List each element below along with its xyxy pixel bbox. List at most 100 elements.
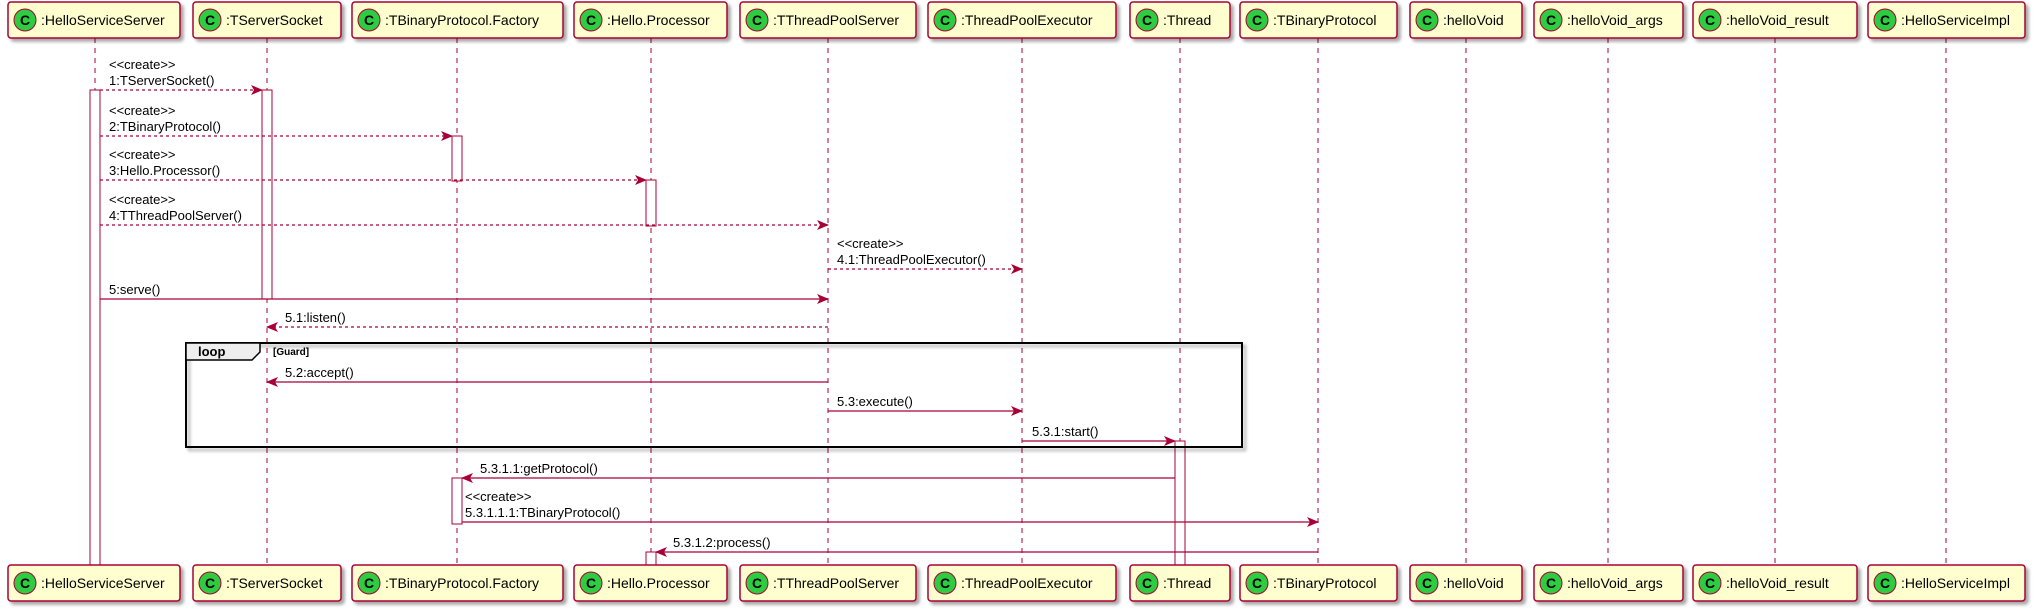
message-label: 2:TBinaryProtocol() [109, 119, 221, 134]
message: <<create>>2:TBinaryProtocol() [100, 103, 453, 141]
participant-bottom: C :HelloServiceImpl [1867, 564, 2026, 602]
participant-bottom: C:TServerSocket [192, 564, 342, 602]
participant-top: C:TBinaryProtocol.Factory [351, 1, 564, 39]
svg-text:C: C [1880, 575, 1890, 591]
class-icon: C [1245, 571, 1269, 595]
message-label: 5.3.1.1.1:TBinaryProtocol() [465, 505, 620, 520]
loop-guard: [Guard] [273, 347, 309, 358]
class-icon: C [357, 8, 381, 32]
participant-bottom: C :helloVoid_result [1692, 564, 1858, 602]
svg-text:C: C [364, 575, 374, 591]
participant-name: :TThreadPoolServer [773, 12, 899, 28]
message-label: 5.2:accept() [285, 365, 354, 380]
svg-text:C: C [20, 575, 30, 591]
svg-text:C: C [1705, 12, 1715, 28]
class-icon: C [1135, 8, 1159, 32]
participant-bottom: C :helloVoid_args [1533, 564, 1684, 602]
svg-text:C: C [1142, 12, 1152, 28]
class-icon: C [1539, 571, 1563, 595]
message-label: 5.3:execute() [837, 394, 913, 409]
participant-bottom: C :TBinaryProtocol.Factory [351, 564, 564, 602]
participant-top: C :TServerSocket [192, 1, 342, 39]
participant-name: :TServerSocket [226, 575, 323, 591]
svg-text:C: C [205, 12, 215, 28]
participant-top: C :HelloServiceImpl [1867, 1, 2026, 39]
participant-top: C:helloVoid_result [1692, 1, 1858, 39]
message-label: <<create>> [109, 192, 176, 207]
message-label: <<create>> [109, 103, 176, 118]
class-icon: C [1415, 8, 1439, 32]
message: 5.2:accept() [266, 365, 828, 387]
message-label: <<create>> [109, 57, 176, 72]
participant-bottom: C :helloVoid [1409, 564, 1523, 602]
svg-text:C: C [752, 12, 762, 28]
participant-bottom: C :ThreadPoolExecutor [927, 564, 1117, 602]
class-icon: C [933, 8, 957, 32]
participant-top: C :helloVoid [1409, 1, 1523, 39]
participant-name: :HelloServiceImpl [1901, 12, 2010, 28]
svg-text:C: C [1880, 12, 1890, 28]
participant-name: :TBinaryProtocol.Factory [385, 12, 539, 28]
svg-text:C: C [940, 12, 950, 28]
class-icon: C [745, 571, 769, 595]
svg-text:C: C [752, 575, 762, 591]
participant-name: :helloVoid [1443, 575, 1504, 591]
class-icon: C [1698, 8, 1722, 32]
activation-bar [1174, 440, 1186, 566]
message-label: 1:TServerSocket() [109, 73, 214, 88]
participant-name: :helloVoid [1443, 12, 1504, 28]
class-icon: C [1415, 571, 1439, 595]
activation-bar [645, 179, 657, 227]
participant-name: :ThreadPoolExecutor [961, 575, 1093, 591]
svg-text:C: C [586, 12, 596, 28]
message-label: <<create>> [109, 147, 176, 162]
message: 5.3.1.2:process() [655, 535, 1318, 557]
participant-name: :TServerSocket [226, 12, 323, 28]
message: <<create>>3:Hello.Processor() [100, 147, 647, 185]
message: <<create>>4:TThreadPoolServer() [100, 192, 829, 230]
activation-bar [645, 551, 657, 566]
message: 5.3.1.1:getProtocol() [461, 461, 1175, 483]
participant-name: :Thread [1163, 12, 1211, 28]
participant-name: :HelloServiceImpl [1901, 575, 2010, 591]
message: 5.3.1:start() [1022, 424, 1176, 446]
class-icon: C [579, 8, 603, 32]
svg-text:C: C [1252, 12, 1262, 28]
loop-frame: loop [Guard] [185, 342, 1243, 448]
message-label: 5.3.1.1:getProtocol() [480, 461, 598, 476]
participant-name: :helloVoid_args [1567, 575, 1663, 591]
class-icon: C [933, 571, 957, 595]
activation-bar [451, 477, 463, 525]
svg-text:C: C [940, 575, 950, 591]
participant-bottom: C:TThreadPoolServer [739, 564, 917, 602]
message-label: 5.3.1:start() [1032, 424, 1098, 439]
participant-name: :Hello.Processor [607, 12, 710, 28]
participant-bottom: C:Hello.Processor [573, 564, 728, 602]
svg-text:C: C [1546, 12, 1556, 28]
participant-top: C :TBinaryProtocol [1239, 1, 1398, 39]
activation-bar [89, 89, 101, 566]
svg-text:C: C [1705, 575, 1715, 591]
participant-bottom: C:Thread [1129, 564, 1231, 602]
message-label: 5.1:listen() [285, 310, 346, 325]
class-icon: C [13, 571, 37, 595]
svg-text:C: C [1546, 575, 1556, 591]
message-label: <<create>> [465, 489, 532, 504]
participant-top: C:HelloServiceServer [7, 1, 181, 39]
participant-top: C :Thread [1129, 1, 1231, 39]
message: <<create>>5.3.1.1.1:TBinaryProtocol() [462, 489, 1319, 527]
activation-bar [451, 135, 463, 182]
participant-name: :helloVoid_result [1726, 575, 1829, 591]
svg-text:C: C [1422, 575, 1432, 591]
participant-name: :TBinaryProtocol.Factory [385, 575, 539, 591]
activation-bar [261, 89, 273, 300]
class-icon: C [1245, 8, 1269, 32]
svg-text:C: C [1422, 12, 1432, 28]
participant-name: :TBinaryProtocol [1273, 575, 1376, 591]
message: 5.3:execute() [828, 394, 1023, 416]
loop-keyword: loop [198, 344, 225, 359]
participant-top: C:ThreadPoolExecutor [927, 1, 1117, 39]
participant-top: C :Hello.Processor [573, 1, 728, 39]
participant-name: :TBinaryProtocol [1273, 12, 1376, 28]
class-icon: C [1539, 8, 1563, 32]
